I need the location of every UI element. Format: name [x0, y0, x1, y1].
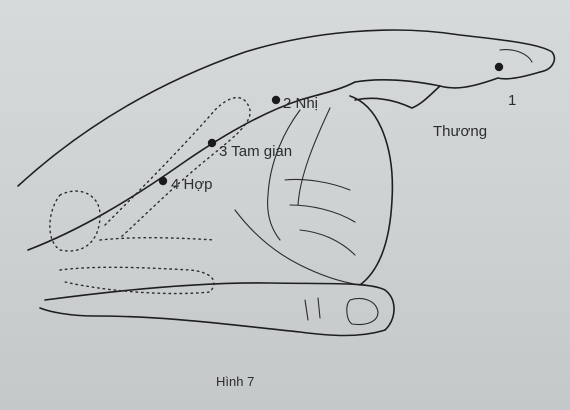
thumb-crease	[304, 297, 321, 321]
palm-curl-outer	[349, 95, 394, 286]
tendon-line	[99, 237, 216, 241]
point-3-marker	[207, 138, 217, 148]
point-3-label: 3 Tam gian	[219, 143, 292, 160]
point-2-label: 2 Nhị	[283, 95, 318, 112]
point-2-marker	[271, 95, 281, 105]
thumb-metacarpal-outline	[59, 266, 215, 295]
point-1-number: 1	[508, 92, 516, 109]
point-1-marker	[494, 62, 504, 72]
figure-caption: Hình 7	[216, 374, 254, 389]
finger-crease-a	[284, 178, 351, 191]
finger-crease-b	[289, 204, 356, 223]
acupoint-1: 1 Thương	[433, 62, 516, 140]
dotted-anatomy	[49, 96, 251, 295]
acupoint-2: 2 Nhị	[271, 95, 318, 112]
finger-crease-c	[299, 229, 356, 256]
carpal-outline	[49, 190, 101, 252]
metacarpal-outline	[104, 96, 251, 239]
point-1-name: Thương	[433, 123, 487, 140]
point-4-label: 4 Hợp	[171, 176, 213, 193]
point-4-marker	[158, 176, 168, 186]
acupoint-3: 3 Tam gian	[207, 138, 292, 160]
nail-line	[499, 49, 533, 63]
index-fingertip	[354, 71, 541, 89]
thumbnail	[346, 297, 379, 326]
web-line	[234, 209, 361, 286]
thumb-lower-edge	[39, 307, 386, 337]
index-finger-top-edge	[17, 29, 556, 187]
acupoint-4: 4 Hợp	[158, 176, 213, 193]
index-finger-under-edge	[354, 85, 441, 109]
curled-finger-2	[297, 107, 331, 206]
hand-outline	[17, 29, 556, 337]
thumb-upper-edge	[44, 282, 395, 331]
curled-finger-1	[267, 109, 301, 241]
